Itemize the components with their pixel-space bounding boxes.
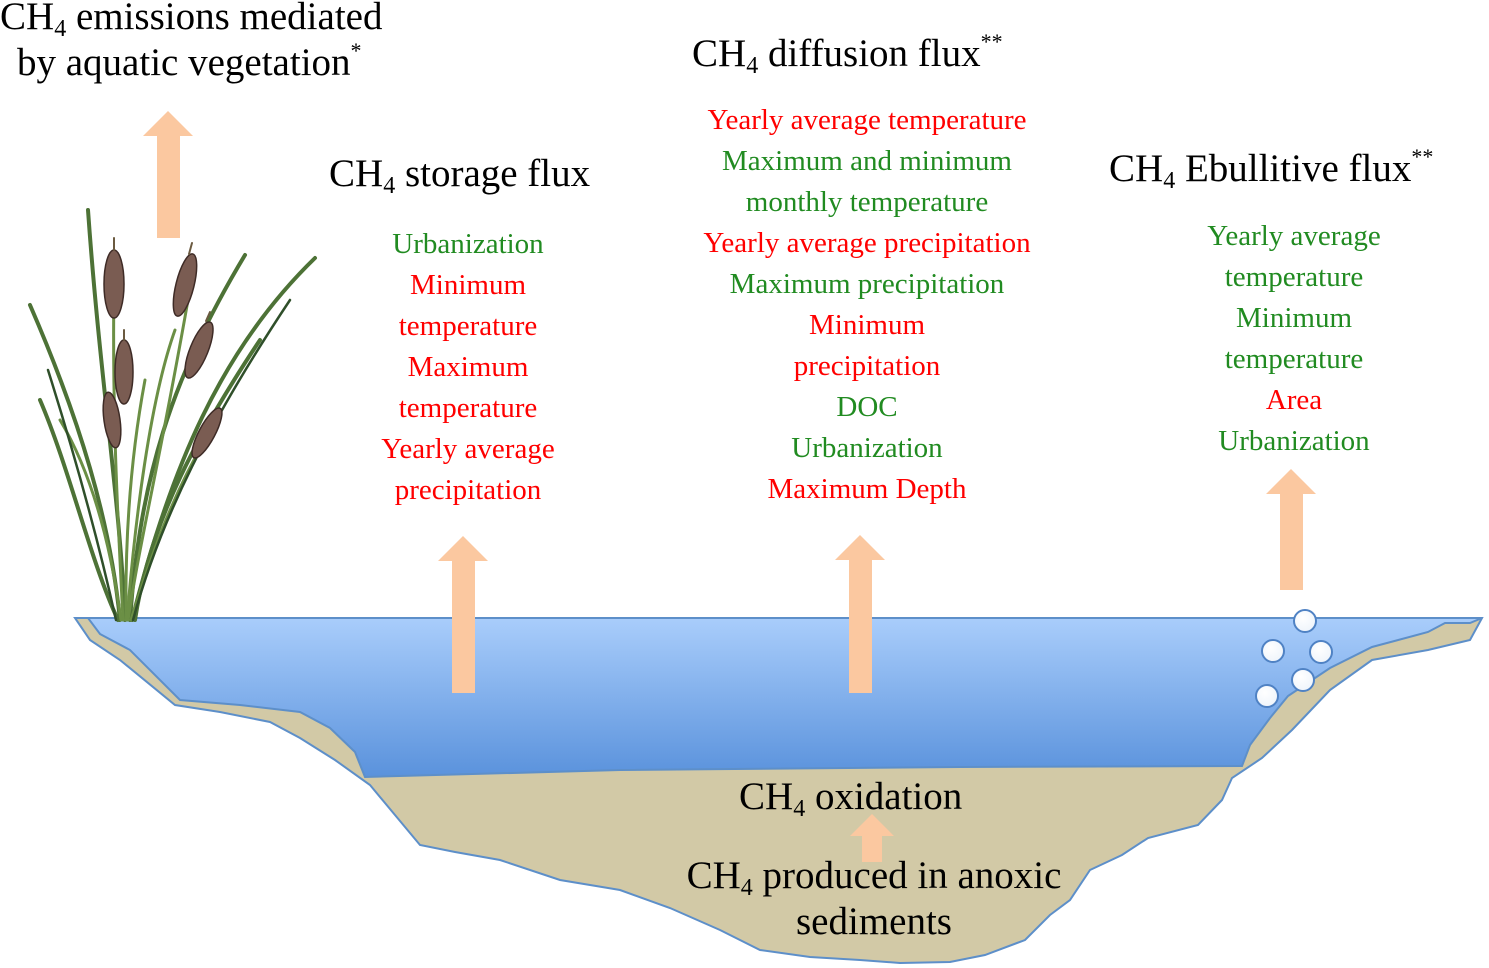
factor-item: Yearly average <box>381 433 555 465</box>
factor-item: temperature <box>398 392 538 424</box>
factor-item: Yearly average precipitation <box>703 227 1031 259</box>
factor-item: precipitation <box>394 474 542 506</box>
factor-item: Minimum <box>1235 302 1352 334</box>
factor-item: Maximum and minimum <box>722 145 1012 177</box>
arrow-up-oxidation <box>850 814 894 862</box>
diffusion-flux-title: CH4 diffusion flux** <box>692 29 1003 79</box>
ebullitive-flux-title: CH4 Ebullitive flux** <box>1109 144 1434 194</box>
arrow-up-storage <box>438 536 488 693</box>
factor-item: temperature <box>1224 343 1364 375</box>
factor-item: Minimum <box>808 309 925 341</box>
cattail-head <box>114 339 134 405</box>
factor-item: Maximum precipitation <box>729 268 1005 300</box>
cattail-plant <box>28 208 317 622</box>
factor-item: Urbanization <box>791 432 943 464</box>
bubbles <box>1255 609 1333 708</box>
factor-item: monthly temperature <box>745 186 989 218</box>
bubble <box>1261 639 1285 663</box>
cattail-head <box>103 249 125 319</box>
vegetation-title: CH4 emissions mediated by aquatic vegeta… <box>0 0 383 84</box>
factor-item: Urbanization <box>392 228 544 260</box>
factor-item: precipitation <box>793 350 941 382</box>
sediment-production-label: CH4 produced in anoxic sediments <box>686 854 1062 943</box>
factor-item: Maximum <box>407 351 529 383</box>
factor-item: Maximum Depth <box>767 473 967 505</box>
factor-item: Minimum <box>409 269 526 301</box>
factor-item: Area <box>1265 384 1323 416</box>
storage-flux-title: CH4 storage flux <box>329 152 591 199</box>
factor-item: temperature <box>398 310 538 342</box>
bubble <box>1293 609 1317 633</box>
oxidation-label: CH4 oxidation <box>739 775 963 822</box>
factor-item: Yearly average <box>1207 220 1381 252</box>
arrow-up-diffusion <box>835 535 885 693</box>
bubble <box>1291 668 1315 692</box>
cattail-head <box>191 407 223 459</box>
cattail-head <box>184 321 214 379</box>
bubble <box>1255 684 1279 708</box>
water-body <box>86 617 1483 779</box>
factor-item: DOC <box>836 391 898 423</box>
arrow-up-ebullitive <box>1266 469 1316 590</box>
factor-item: Yearly average temperature <box>707 104 1027 136</box>
factor-item: temperature <box>1224 261 1364 293</box>
cattail-head <box>102 391 122 449</box>
arrow-up-vegetation <box>143 111 193 238</box>
bubble <box>1309 640 1333 664</box>
cattail-head <box>172 253 198 317</box>
factor-item: Urbanization <box>1218 425 1370 457</box>
